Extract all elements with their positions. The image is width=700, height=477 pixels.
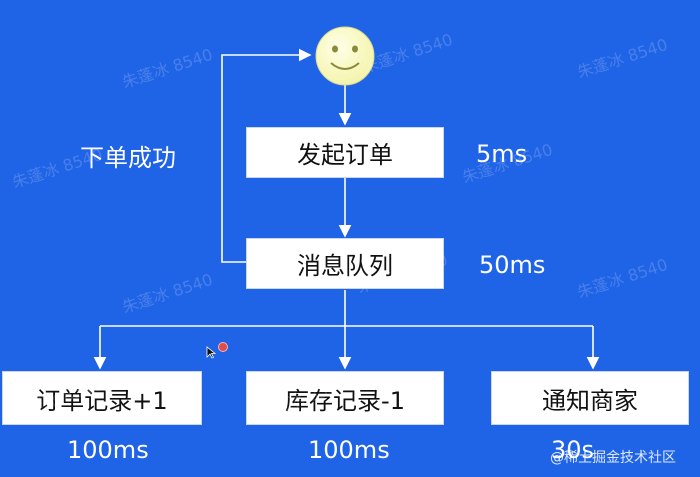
- place-order-label: 发起订单: [297, 141, 393, 169]
- place-order-time-label: 5ms: [476, 140, 528, 168]
- notify-time-label: 30s: [551, 436, 595, 464]
- message-queue-node: 消息队列: [246, 238, 444, 289]
- notify-merchant-node: 通知商家: [491, 371, 689, 425]
- user-smiley-icon: [315, 26, 375, 86]
- pointer-dot-icon: [218, 342, 228, 352]
- message-queue-label: 消息队列: [297, 252, 393, 280]
- notify-merchant-label: 通知商家: [542, 386, 638, 415]
- queue-time-label: 50ms: [479, 251, 546, 279]
- arrow-queue-to-user: [221, 48, 312, 263]
- mouse-cursor-icon: [206, 346, 216, 359]
- inventory-record-node: 库存记录-1: [246, 371, 444, 425]
- order-record-node: 订单记录+1: [2, 371, 202, 425]
- order-record-time-label: 100ms: [67, 436, 149, 464]
- source-credit: @稀土掘金技术社区: [550, 450, 676, 466]
- order-success-label: 下单成功: [80, 144, 176, 172]
- place-order-node: 发起订单: [246, 127, 444, 178]
- inventory-time-label: 100ms: [308, 436, 390, 464]
- inventory-record-label: 库存记录-1: [285, 386, 405, 415]
- order-record-label: 订单记录+1: [36, 386, 168, 415]
